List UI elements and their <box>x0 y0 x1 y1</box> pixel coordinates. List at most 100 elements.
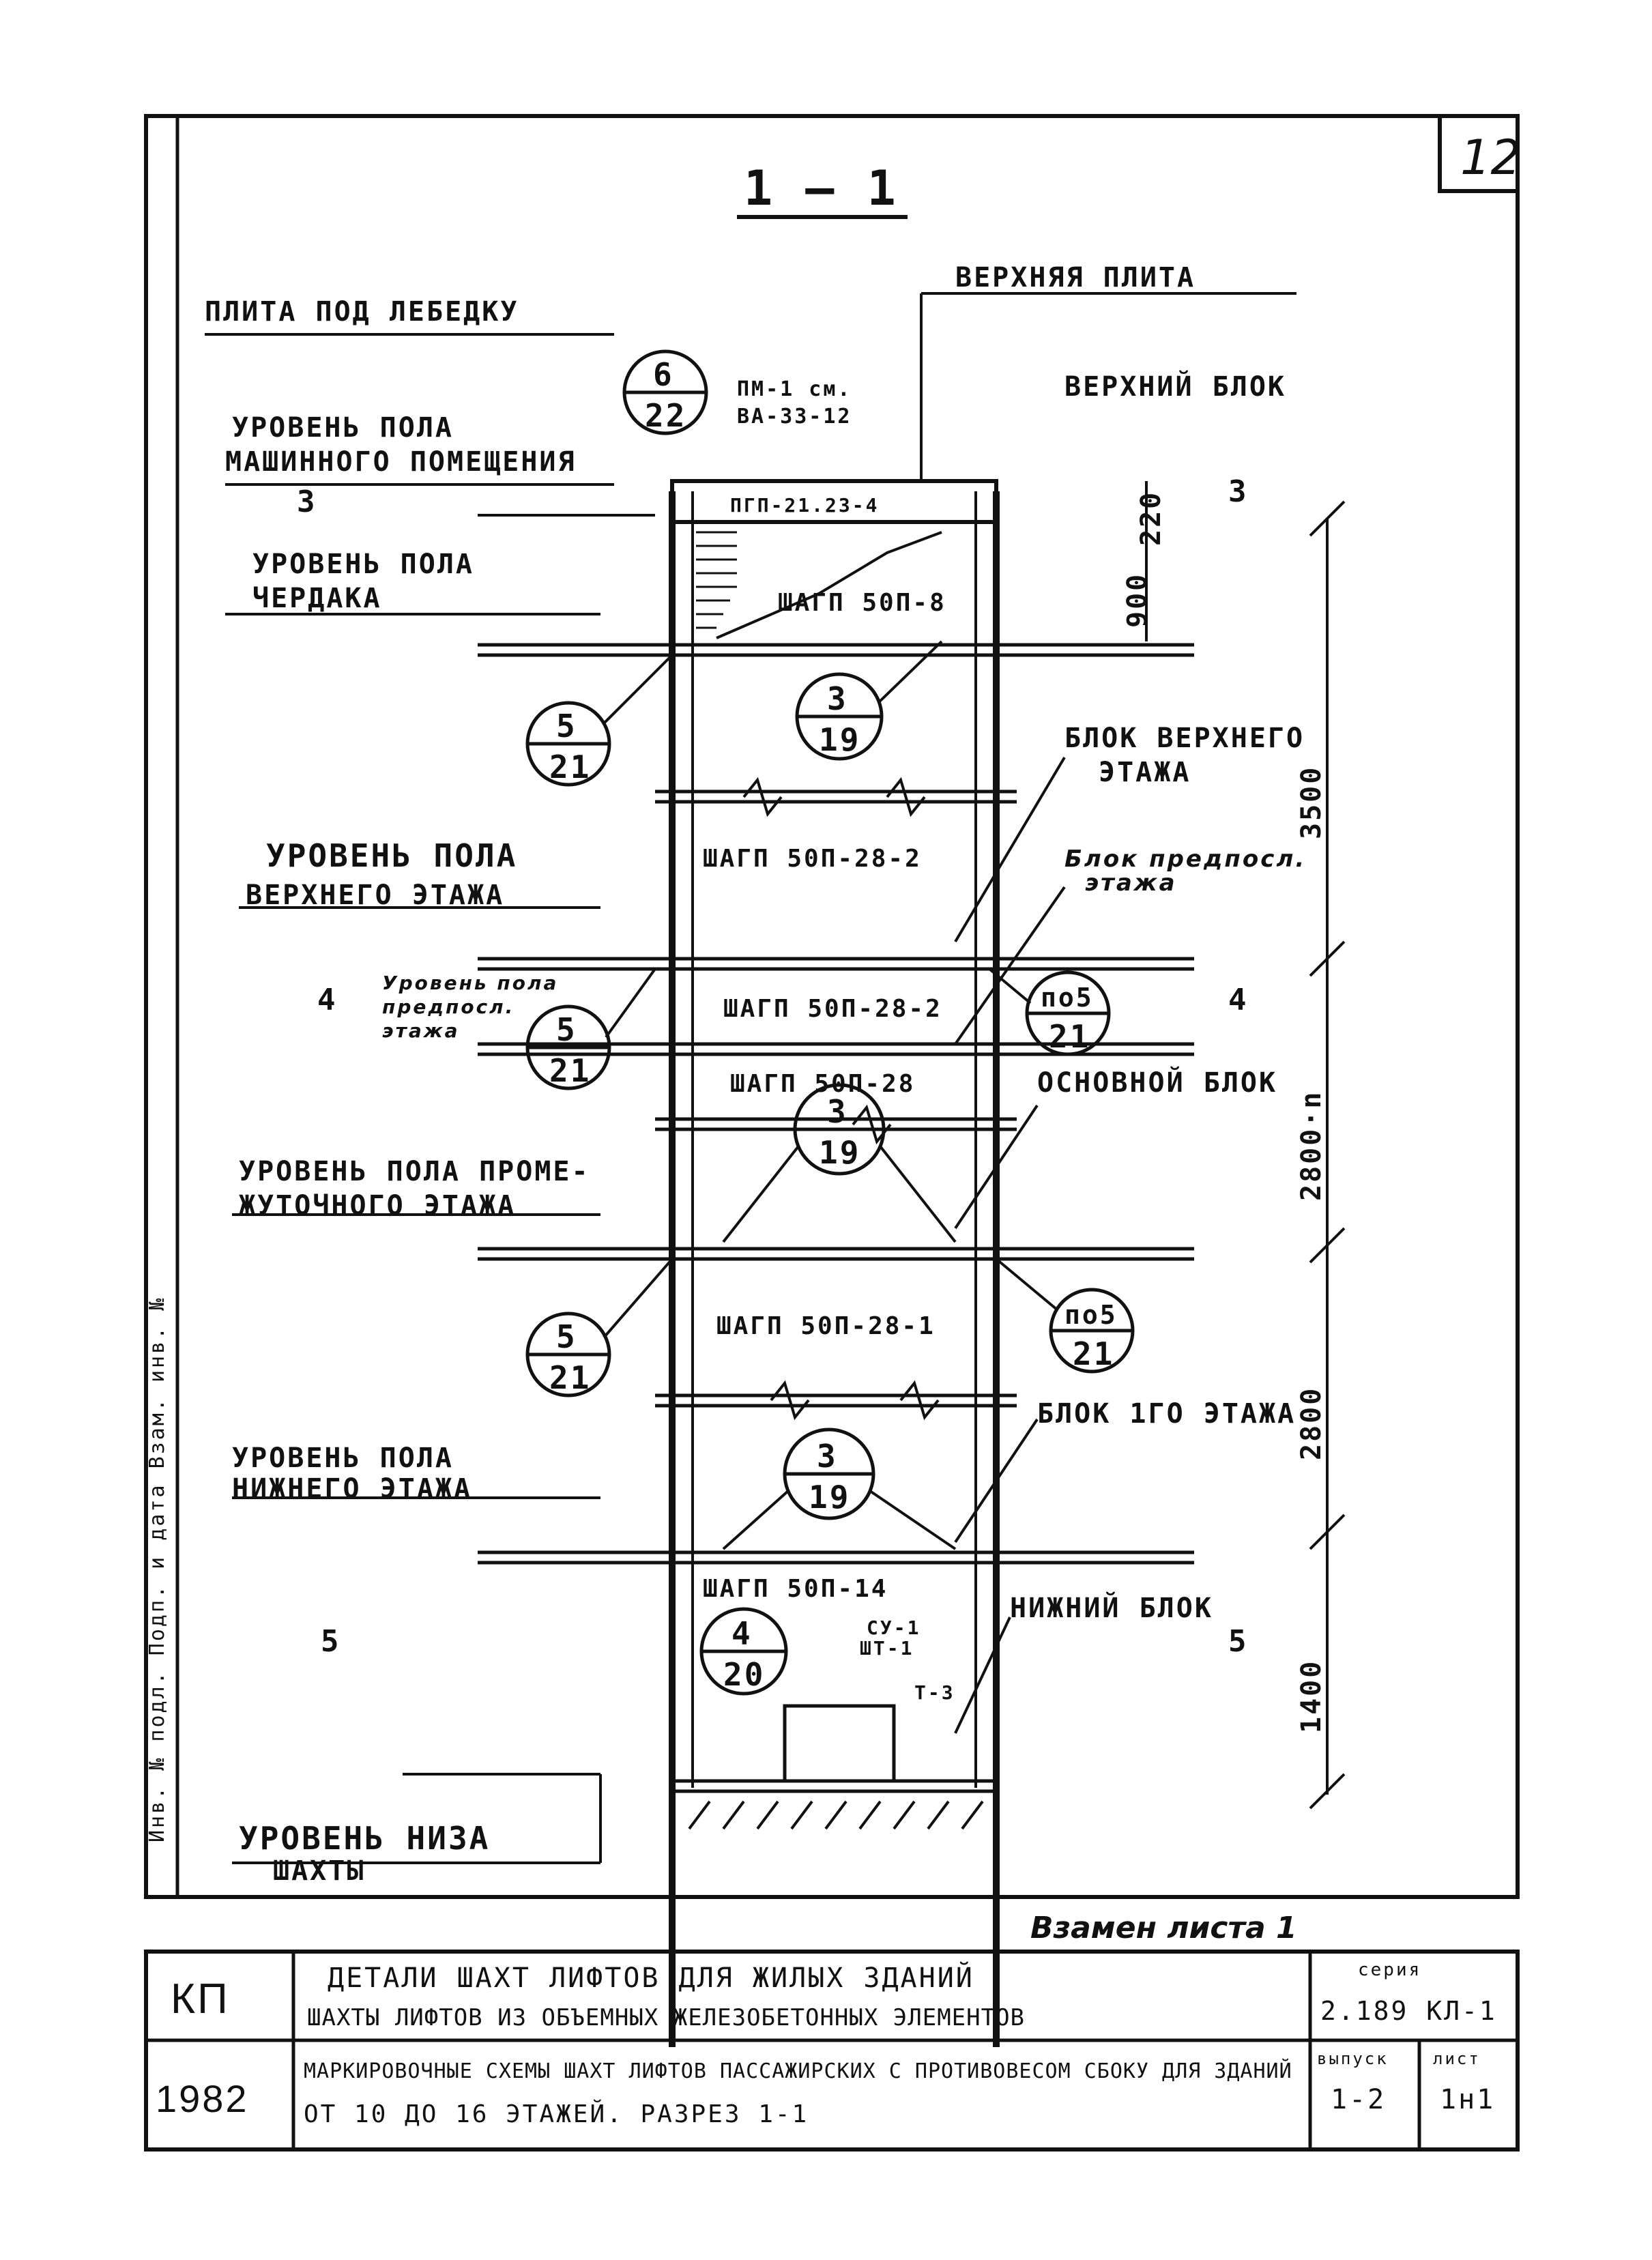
callout-bottom: 21 <box>549 1052 591 1089</box>
block-pre-top-1: Блок предпосл. <box>1064 845 1306 873</box>
shaft-mark: ШАГП 50П-28-2 <box>723 995 942 1023</box>
section-mark-5-right: 5 <box>1228 1624 1249 1659</box>
level-pit-1: УРОВЕНЬ НИЗА <box>239 1820 490 1857</box>
stamp-title-1: ДЕТАЛИ ШАХТ ЛИФТОВ ДЛЯ ЖИЛЫХ ЗДАНИЙ <box>328 1961 974 1994</box>
dimension-line <box>1145 481 1346 1810</box>
level-machine-room-2: МАШИННОГО ПОМЕЩЕНИЯ <box>225 446 577 478</box>
callout-bottom: 19 <box>819 1134 860 1171</box>
level-low-floor-1: УРОВЕНЬ ПОЛА <box>232 1443 454 1474</box>
stamp-desc-1: МАРКИРОВОЧНЫЕ СХЕМЫ ШАХТ ЛИФТОВ ПАССАЖИР… <box>304 2059 1292 2083</box>
sheet-number: 12 <box>1460 130 1521 186</box>
level-mid-floor-1: УРОВЕНЬ ПОЛА ПРОМЕ- <box>239 1156 590 1187</box>
callout-leaders <box>603 640 1066 1734</box>
callout-top: по5 <box>1064 1300 1118 1330</box>
section-title: 1 — 1 <box>744 160 898 216</box>
level-low-floor-2: НИЖНЕГО ЭТАЖА <box>232 1473 472 1505</box>
callout-bottom: 19 <box>819 721 860 758</box>
stamp-title-2: ШАХТЫ ЛИФТОВ ИЗ ОБЪЕМНЫХ ЖЕЛЕЗОБЕТОННЫХ … <box>307 2004 1025 2031</box>
level-pre-top-1: Уровень пола <box>382 972 558 994</box>
block-upper-floor-1: БЛОК ВЕРХНЕГО <box>1064 723 1305 754</box>
callout-bottom: 19 <box>809 1479 850 1516</box>
stamp-sheet: 1н1 <box>1440 2084 1495 2115</box>
level-mid-floor-2: ЖУТОЧНОГО ЭТАЖА <box>239 1190 516 1221</box>
callout-bottom: 21 <box>549 749 591 785</box>
level-top-floor-1: УРОВЕНЬ ПОЛА <box>266 837 517 874</box>
section-mark-5-left: 5 <box>321 1624 341 1659</box>
replaces-note: Взамен листа 1 <box>1030 1911 1297 1945</box>
floor-slabs <box>478 643 1194 1793</box>
section-mark-3-right: 3 <box>1228 474 1249 509</box>
outer-frame <box>144 114 1520 1899</box>
callout-bottom: 21 <box>1049 1018 1090 1055</box>
callout-top: 4 <box>731 1615 753 1652</box>
section-mark-4-right: 4 <box>1228 983 1249 1017</box>
callout-bottom: 21 <box>549 1359 591 1396</box>
dim-3500: 3500 <box>1296 766 1327 839</box>
level-pit-2: ШАХТЫ <box>273 1855 365 1887</box>
block-main: ОСНОВНОЙ БЛОК <box>1037 1066 1277 1099</box>
block-lower: НИЖНИЙ БЛОК <box>1010 1591 1213 1624</box>
callout-top: 3 <box>827 680 848 717</box>
margin-text: Инв. № подл. Подп. и дата Взам. инв. № <box>145 1296 169 1842</box>
shaft-mark: ШАГП 50П-8 <box>778 589 946 617</box>
dim-2800n: 2800·n <box>1296 1090 1327 1202</box>
stamp-series-label: серия <box>1358 1960 1421 1980</box>
shaft-mark: ШАГП 50П-14 <box>703 1575 888 1603</box>
dim-2800: 2800 <box>1296 1387 1327 1460</box>
stamp-issue-label: выпуск <box>1317 2049 1389 2068</box>
callout-top: по5 <box>1041 983 1094 1013</box>
t-mark: Т-3 <box>914 1681 955 1704</box>
callout-top: 3 <box>827 1093 848 1130</box>
callout-top: 5 <box>556 1011 577 1048</box>
top-block-label: ВЕРХНИЙ БЛОК <box>1064 370 1286 403</box>
callout-top: 3 <box>817 1438 838 1475</box>
callout-bottom: 21 <box>1073 1335 1114 1372</box>
level-pre-top-2: предпосл. <box>382 996 515 1018</box>
section-mark-4-left: 4 <box>317 983 338 1017</box>
stamp-issue: 1-2 <box>1331 2084 1386 2115</box>
top-slab <box>670 479 998 524</box>
level-pre-top-3: этажа <box>382 1019 459 1042</box>
callout-circles <box>525 349 1135 1696</box>
dim-900: 900 <box>1122 573 1153 628</box>
callout-bottom: 20 <box>723 1656 765 1693</box>
stamp-sheet-label: лист <box>1433 2049 1481 2068</box>
callout-top: 5 <box>556 1318 577 1355</box>
block-first-floor: БЛОК 1ГО ЭТАЖА <box>1037 1398 1296 1430</box>
callout-top: 5 <box>556 708 577 744</box>
section-mark-3-left: 3 <box>297 484 317 519</box>
su-mark: СУ-1 <box>867 1617 921 1639</box>
dim-220: 220 <box>1135 491 1167 546</box>
pit-hatching <box>688 1800 984 1830</box>
level-attic-1: УРОВЕНЬ ПОЛА <box>252 549 474 580</box>
callout-labels: 6 22 5 21 3 19 5 21 по5 21 3 19 5 21 по5… <box>549 356 1118 1693</box>
stamp-code: КП <box>171 1975 230 2023</box>
block-upper-floor-2: ЭТАЖА <box>1099 757 1191 788</box>
level-top-floor-2: ВЕРХНЕГО ЭТАЖА <box>246 880 504 911</box>
sheet-number-box <box>1438 114 1520 193</box>
slab-mark: ПГП-21.23-4 <box>730 494 879 517</box>
level-attic-2: ЧЕРДАКА <box>252 583 382 614</box>
pm-ref-1: ПМ-1 см. <box>737 377 852 401</box>
buffer-block <box>783 1704 896 1783</box>
shaft-mark: ШАГП 50П-28-2 <box>703 845 922 873</box>
top-slab-label: ВЕРХНЯЯ ПЛИТА <box>955 262 1195 293</box>
winch-slab-label: ПЛИТА ПОД ЛЕБЕДКУ <box>205 296 519 328</box>
level-leaders <box>205 292 1296 1864</box>
block-pre-top-2: этажа <box>1085 869 1177 897</box>
title-block <box>144 1950 1520 2152</box>
stamp-desc-2: ОТ 10 ДО 16 ЭТАЖЕЙ. РАЗРЕЗ 1-1 <box>304 2100 809 2128</box>
shaft-mark: ШАГП 50П-28 <box>730 1070 915 1098</box>
shaft-mark: ШАГП 50П-28-1 <box>716 1312 936 1340</box>
level-machine-room-1: УРОВЕНЬ ПОЛА <box>232 412 454 444</box>
top-block-break <box>716 531 942 639</box>
callout-bottom: 22 <box>645 397 686 434</box>
callout-top: 6 <box>653 356 674 393</box>
dim-1400: 1400 <box>1296 1660 1327 1733</box>
pm-ref-2: ВА-33-12 <box>737 405 852 429</box>
stamp-series: 2.189 КЛ-1 <box>1320 1996 1497 2026</box>
slab-hatching <box>696 531 737 629</box>
sh-mark: ШТ-1 <box>860 1637 914 1660</box>
